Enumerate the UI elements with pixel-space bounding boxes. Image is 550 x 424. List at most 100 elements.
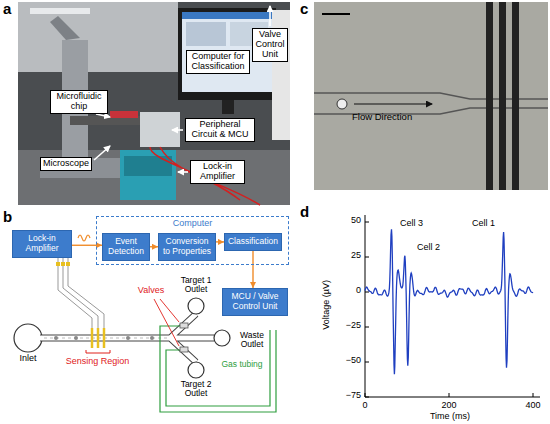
monitor-stand	[222, 100, 234, 114]
microscope-base	[40, 158, 132, 178]
leader-line	[154, 299, 179, 346]
x-axis	[365, 397, 540, 398]
electrode	[486, 2, 493, 190]
process-box: MCU / Valve Control Unit	[222, 288, 288, 316]
callout-box: Microscope	[40, 157, 92, 171]
tick-label: −25	[333, 321, 361, 331]
sense-wire	[58, 256, 104, 330]
node-text: Valve Control Unit	[255, 30, 285, 60]
node-text: Microscope	[43, 159, 89, 169]
node-text: MCU / Valve Control Unit	[225, 292, 285, 312]
wire-dot	[56, 262, 60, 266]
process-box: Conversion to Properties	[158, 233, 216, 261]
cell-label: Cell 3	[400, 219, 430, 229]
cell	[337, 99, 347, 109]
node-text: Conversion to Properties	[161, 237, 213, 257]
callout-box: Lock-in Amplifier	[190, 160, 245, 184]
node-text: Microfluidic chip	[53, 92, 105, 112]
micrograph	[314, 2, 548, 190]
tick-label: 400	[518, 401, 548, 411]
electrode	[97, 328, 100, 348]
particle	[54, 336, 58, 340]
y-axis	[365, 215, 366, 397]
tick-label: 0	[350, 401, 380, 411]
panel-letter: a	[3, 1, 17, 18]
pointer-arrow	[269, 6, 271, 26]
chart-axes	[365, 215, 540, 397]
callout-box: Microfluidic chip	[50, 90, 108, 114]
pointer-arrow	[172, 129, 183, 131]
leader-line	[160, 299, 179, 322]
bench	[18, 150, 290, 205]
tubing-label: Gas tubing	[218, 360, 266, 369]
node-text: Lock-in Amplifier	[193, 162, 242, 182]
particle	[74, 336, 78, 340]
lab-photo	[18, 2, 290, 205]
tick-label: 50	[333, 216, 361, 226]
pointer-arrow	[178, 171, 188, 173]
callout-box: Valve Control Unit	[252, 28, 288, 62]
flow-line	[44, 338, 168, 339]
axis-title: Time (ms)	[420, 412, 480, 422]
valve-label: Valves	[130, 286, 172, 296]
cell-label: Cell 1	[472, 219, 502, 229]
outlet-port	[188, 362, 204, 378]
amplifier-panel	[124, 156, 172, 176]
node-text: Peripheral Circuit & MCU	[188, 120, 252, 140]
region-label: Sensing Region	[60, 357, 135, 367]
microscope-eyepiece	[50, 16, 80, 40]
tick-label: −50	[333, 356, 361, 366]
electrode	[103, 328, 106, 348]
process-box: Lock-in Amplifier	[12, 230, 72, 258]
screen-bar	[182, 12, 272, 19]
flow-label: Flow Direction	[352, 112, 432, 122]
process-box: Event Detection	[102, 233, 150, 261]
ceiling-light	[30, 8, 90, 14]
callout-box: Computer for Classification	[186, 50, 250, 74]
panel-letter: b	[3, 209, 17, 226]
flow-arrow	[72, 245, 102, 246]
port-label: Waste Outlet	[232, 331, 272, 350]
wire-dot	[66, 262, 70, 266]
tick-label: −75	[333, 391, 361, 401]
channel	[40, 314, 214, 362]
signal-trace	[365, 229, 533, 374]
flow-arrow	[150, 246, 158, 247]
cable	[150, 147, 260, 205]
tick-marks	[365, 222, 533, 397]
photo-ground	[18, 2, 290, 205]
wire-dot	[61, 262, 65, 266]
callout-box: Peripheral Circuit & MCU	[185, 118, 255, 142]
gas-tube	[160, 326, 276, 412]
channel-wall	[40, 314, 214, 362]
electrode	[91, 328, 94, 348]
panel-letter: d	[300, 204, 314, 221]
particle	[150, 336, 154, 340]
node-text: Event Detection	[105, 237, 147, 257]
node-text: Computer for Classification	[189, 52, 247, 72]
wall	[18, 2, 178, 72]
tick-label: 0	[333, 286, 361, 296]
pointer-arrow	[96, 114, 110, 117]
axis-title: Voltage (µV)	[322, 270, 332, 340]
screen-window	[186, 22, 226, 46]
inlet-port	[14, 324, 42, 352]
scale-bar	[322, 13, 350, 15]
node-text: Lock-in Amplifier	[15, 234, 69, 254]
flow-arrow	[252, 251, 253, 288]
outlet-port	[214, 330, 230, 346]
flow-arrow	[216, 241, 224, 242]
electrode	[512, 2, 519, 190]
port-label: Target 1 Outlet	[172, 276, 220, 295]
port-label: Target 2 Outlet	[172, 380, 220, 399]
outlet-port	[188, 298, 204, 314]
tick-label: 25	[333, 251, 361, 261]
tick-label: 200	[434, 401, 464, 411]
group-box: ComputerEvent DetectionConversion to Pro…	[96, 216, 289, 265]
flow-arrow	[354, 103, 432, 104]
panel-letter: c	[300, 1, 314, 18]
electrode	[499, 2, 506, 190]
chip-schematic	[14, 235, 276, 412]
process-box: Classification	[224, 233, 282, 251]
